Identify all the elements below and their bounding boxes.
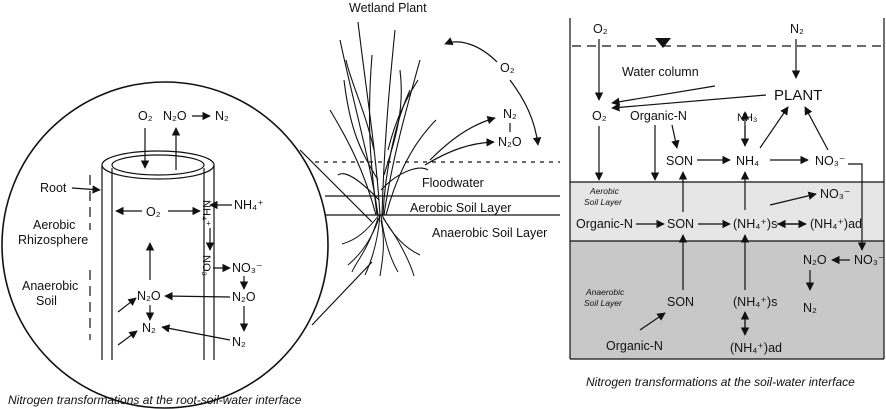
aerobic-soil-layer-label: Aerobic Soil Layer [410, 201, 511, 215]
anaerobic-layer-label-2: Soil Layer [584, 298, 623, 308]
n2-anaerobic-label: N₂ [803, 301, 817, 315]
n2-right-label: N₂ [232, 335, 246, 349]
nh4-ad-anaerobic-label: (NH₄⁺)ad [730, 341, 782, 355]
wetland-plant-panel: Wetland Plant [315, 1, 560, 277]
wetland-plant-title: Wetland Plant [349, 1, 427, 15]
n2o-top-label: N₂O [163, 109, 187, 123]
anaerobic-soil-label-2: Soil [36, 294, 57, 308]
soil-water-panel: O₂ N₂ Water column PLANT O₂ Organic-N NH… [569, 18, 885, 389]
aerobic-soil-layer [570, 182, 884, 241]
aerobic-layer-label-1: Aerobic [589, 186, 620, 196]
n2o-anaerobic-label: N₂O [803, 253, 827, 267]
nh4-in-label: NH₄⁺ [234, 198, 264, 212]
son-anaerobic-label: SON [667, 295, 694, 309]
anaerobic-layer-label-1: Anaerobic [585, 287, 625, 297]
water-level-triangle [655, 38, 671, 48]
o2-mid-label: O₂ [146, 205, 161, 219]
son-aerobic-label: SON [667, 217, 694, 231]
no3-anaerobic-label: NO₃⁻ [854, 253, 884, 267]
anaerobic-soil-layer-label: Anaerobic Soil Layer [432, 226, 547, 240]
nh4-vertical-label: NH₄⁺ [200, 200, 212, 226]
aerobic-rhizosphere-label-2: Rhizosphere [18, 233, 88, 247]
no3-right-label: NO₃⁻ [232, 261, 262, 275]
aerobic-layer-label-2: Soil Layer [584, 197, 623, 207]
plant-o2-label: O₂ [500, 61, 515, 75]
sw-o2-top-label: O₂ [593, 22, 608, 36]
nh4-water-label: NH₄ [736, 154, 759, 168]
nh3-label: NH₃ [737, 112, 757, 124]
no3-aerobic-label: NO₃⁻ [820, 187, 850, 201]
root-label: Root [40, 181, 67, 195]
root-panel-caption: Nitrogen transformations at the root-soi… [8, 393, 302, 407]
water-column-label: Water column [622, 65, 699, 79]
sw-o2-label: O₂ [592, 109, 607, 123]
organic-n-aerobic-label: Organic-N [576, 217, 633, 231]
plant-n2-label: N₂ [503, 107, 517, 121]
floodwater-label: Floodwater [422, 176, 484, 190]
soil-panel-caption: Nitrogen transformations at the soil-wat… [586, 375, 855, 389]
organic-n-anaerobic-label: Organic-N [606, 339, 663, 353]
plant-n2o-label: N₂O [498, 135, 522, 149]
nh4-s-aerobic-label: (NH₄⁺)s [733, 217, 777, 231]
plant-illustration [329, 21, 437, 216]
anaerobic-soil-label-1: Anaerobic [22, 279, 78, 293]
root-cylinder [89, 150, 215, 360]
plant-roots [341, 214, 421, 277]
sw-n2-top-label: N₂ [790, 22, 804, 36]
nh4-ad-aerobic-label: (NH₄⁺)ad [810, 217, 862, 231]
no3-vertical-label: NO₃ [200, 255, 212, 276]
plant-box-label: PLANT [774, 87, 822, 104]
aerobic-rhizosphere-label-1: Aerobic [33, 218, 75, 232]
n2o-left-label: N₂O [137, 289, 161, 303]
no3-water-label: NO₃⁻ [815, 154, 845, 168]
organic-n-water-label: Organic-N [630, 109, 687, 123]
n2-left-label: N₂ [142, 321, 156, 335]
n2-top-label: N₂ [215, 109, 229, 123]
root-panel: O₂ N₂O N₂ Root Aerobic Rhizosphere O₂ NH… [1, 81, 373, 409]
nh4-s-anaerobic-label: (NH₄⁺)s [733, 295, 777, 309]
n2o-right-label: N₂O [232, 290, 256, 304]
son-water-label: SON [666, 154, 693, 168]
o2-top-label: O₂ [138, 109, 153, 123]
